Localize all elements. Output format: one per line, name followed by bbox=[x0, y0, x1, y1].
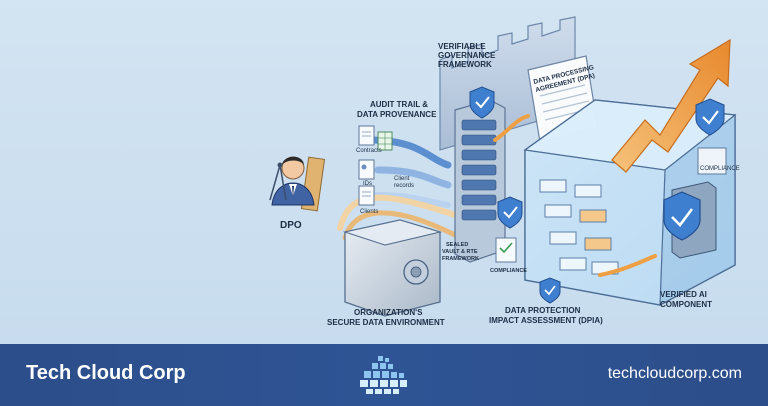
website-url[interactable]: techcloudcorp.com bbox=[607, 365, 742, 382]
shield-icon bbox=[497, 196, 523, 229]
verified-ai-label-line1: VERIFIED AI bbox=[660, 290, 707, 299]
audit-label-line2: DATA PROVENANCE bbox=[357, 110, 437, 119]
secure-env-label-line2: SECURE DATA ENVIRONMENT bbox=[327, 318, 445, 327]
dpo-person-icon bbox=[269, 156, 326, 212]
contracts-label: Contracts bbox=[356, 148, 382, 154]
vault-label-line3: FRAMEWORK bbox=[442, 256, 479, 262]
document-icons bbox=[358, 125, 375, 206]
orange-connector-arrows bbox=[493, 114, 657, 277]
compliance-checklist bbox=[495, 237, 517, 263]
compliance-tag: COMPLIANCE bbox=[490, 268, 527, 274]
cloud-logo-icon bbox=[360, 356, 407, 394]
illustration-canvas: DATA PROCESSING AGREEMENT (DPA) bbox=[269, 16, 740, 327]
compliance-badge-top: COMPLIANCE bbox=[697, 147, 740, 175]
governance-label-line3: FRAMEWORK bbox=[438, 60, 492, 69]
compliance-badge-label: COMPLIANCE bbox=[700, 166, 740, 172]
governance-illustration: DATA PROCESSING AGREEMENT (DPA) bbox=[0, 0, 768, 344]
ids-label: IDs bbox=[363, 181, 372, 187]
dpia-label-line2: IMPACT ASSESSMENT (DPIA) bbox=[489, 316, 603, 325]
growth-arrow bbox=[611, 38, 731, 173]
spreadsheet-icon bbox=[377, 131, 393, 151]
client-records-label-line2: records bbox=[394, 183, 414, 189]
brand-name: Tech Cloud Corp bbox=[26, 362, 186, 384]
vault-label-line2: VAULT & RTE bbox=[442, 249, 478, 255]
shield-icon bbox=[469, 86, 495, 119]
dpo-label: DPO bbox=[280, 220, 302, 231]
shield-icon bbox=[539, 277, 561, 304]
dpia-label-line1: DATA PROTECTION bbox=[505, 306, 581, 315]
footer-bar: Tech Cloud Corp techcloudcorp.com bbox=[0, 344, 768, 406]
shield-icon bbox=[663, 191, 701, 241]
client-records-label-line1: Client bbox=[394, 176, 410, 182]
governance-label-line1: VERIFIABLE bbox=[438, 42, 486, 51]
vault-label-line1: SEALED bbox=[446, 242, 468, 248]
audit-label-line1: AUDIT TRAIL & bbox=[370, 100, 428, 109]
secure-env-label-line1: ORGANIZATION'S bbox=[354, 308, 423, 317]
verified-ai-label-line2: COMPONENT bbox=[660, 300, 712, 309]
server-rack bbox=[454, 99, 506, 263]
secure-vault bbox=[342, 219, 443, 317]
governance-label-line2: GOVERNANCE bbox=[438, 51, 496, 60]
shield-icon bbox=[695, 98, 725, 136]
clients-label: Clients bbox=[360, 209, 378, 215]
